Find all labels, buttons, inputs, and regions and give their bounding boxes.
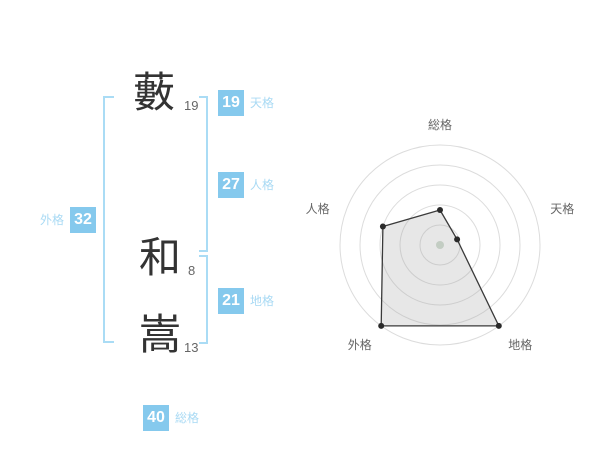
stroke-count-3: 13 <box>184 340 199 355</box>
soukaku-label: 総格 <box>175 411 200 425</box>
radar-ring <box>399 204 481 286</box>
radar-ring <box>339 144 541 346</box>
radar-axis-label: 天格 <box>550 201 574 216</box>
radar-point <box>454 236 461 243</box>
soukaku-badge: 40 <box>143 405 169 431</box>
radar-point <box>379 223 386 230</box>
jinkaku-bracket <box>199 96 208 252</box>
tenkaku-label: 天格 <box>250 96 275 110</box>
gaikaku-badge: 32 <box>70 207 96 233</box>
radar-axis-label: 人格 <box>306 201 330 216</box>
radar-ring <box>359 164 521 326</box>
name-character-1: 藪 <box>133 69 176 116</box>
radar-point <box>437 207 443 213</box>
name-character-2: 和 <box>139 234 182 281</box>
gaikaku-bracket <box>103 96 114 343</box>
chikaku-label: 地格 <box>250 294 275 308</box>
jinkaku-label: 人格 <box>250 178 275 192</box>
stroke-count-2: 8 <box>188 263 196 278</box>
chikaku-bracket <box>199 255 208 344</box>
gaikaku-label: 外格 <box>40 213 65 227</box>
chikaku-badge: 21 <box>218 288 244 314</box>
radar-axis-label: 地格 <box>508 337 532 352</box>
radar-point <box>378 322 385 329</box>
name-character-3: 嵩 <box>139 311 182 358</box>
stroke-count-1: 19 <box>184 98 199 113</box>
radar-ring <box>379 184 501 306</box>
radar-axis-label: 外格 <box>348 337 372 352</box>
jinkaku-badge: 27 <box>218 172 244 198</box>
radar-point <box>495 322 502 329</box>
radar-axis-label: 総格 <box>428 117 452 132</box>
radar-polygon <box>380 209 500 327</box>
radar-center-dot <box>436 241 444 249</box>
tenkaku-badge: 19 <box>218 90 244 116</box>
